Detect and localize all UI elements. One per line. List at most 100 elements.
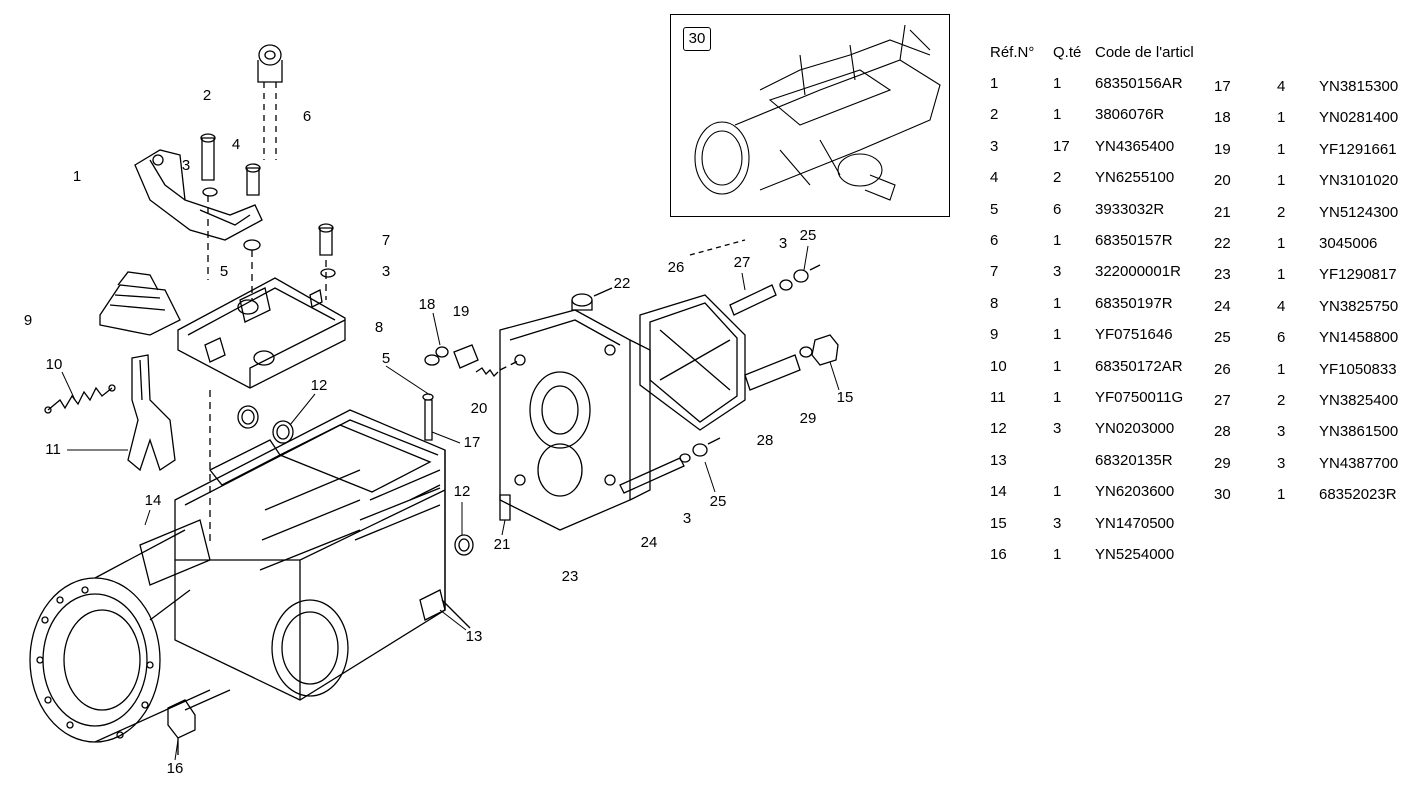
parts-ref-cell: 13 xyxy=(990,451,1007,469)
parts-qty-cell: 3 xyxy=(1277,423,1286,441)
parts-qty-cell: 6 xyxy=(1277,329,1286,347)
alignment-lines xyxy=(207,195,521,545)
parts-ref-cell: 2 xyxy=(990,106,999,124)
parts-ref-cell: 5 xyxy=(990,200,999,218)
callout-number: 16 xyxy=(166,760,184,777)
callout-number: 18 xyxy=(418,296,436,313)
parts-ref-cell: 21 xyxy=(1214,203,1231,221)
parts-code-cell: YN3101020 xyxy=(1319,172,1399,190)
parts-qty-cell: 1 xyxy=(1053,326,1062,344)
parts-qty-cell: 3 xyxy=(1053,514,1062,532)
callout-number: 3 xyxy=(682,510,692,527)
parts-ref-cell: 17 xyxy=(1214,78,1231,95)
header-code-clip: Code de l'article xyxy=(1095,44,1194,64)
callout-number: 9 xyxy=(23,312,33,329)
parts-qty-cell: 1 xyxy=(1277,109,1286,127)
parts-code-cell: YN1470500 xyxy=(1095,514,1175,532)
parts-qty-cell: 6 xyxy=(1053,200,1062,218)
parts-ref-cell: 4 xyxy=(990,169,999,187)
parts-qty-cell: 1 xyxy=(1053,389,1062,406)
parts-code-cell: 68350197R xyxy=(1095,294,1173,312)
callout-number: 3 xyxy=(181,157,191,174)
parts-ref-cell: 12 xyxy=(990,420,1007,438)
parts-ref-cell: 3 xyxy=(990,137,999,155)
lever-bracket xyxy=(134,149,263,241)
callout-number: 17 xyxy=(463,434,481,451)
parts-code-cell: YN0281400 xyxy=(1319,109,1399,127)
header-code: Code de l'article xyxy=(1095,44,1194,61)
callout-number: 28 xyxy=(756,432,774,449)
parts-qty-cell: 2 xyxy=(1277,392,1286,409)
shift-fork xyxy=(127,354,176,472)
parts-qty-cell: 17 xyxy=(1053,137,1070,155)
leader-lines xyxy=(61,245,840,761)
parts-code-cell: 322000001R xyxy=(1095,263,1181,281)
parts-qty-cell: 4 xyxy=(1277,297,1286,315)
parts-code-cell: YF0751646 xyxy=(1095,326,1173,344)
inset-tag: 30 xyxy=(683,27,711,51)
header-ref: Réf.N° xyxy=(990,44,1035,61)
bolts xyxy=(200,133,336,278)
parts-code-cell: YN4365400 xyxy=(1095,137,1175,155)
parts-ref-cell: 9 xyxy=(990,326,999,344)
parts-qty-cell: 3 xyxy=(1053,420,1062,438)
parts-ref-cell: 20 xyxy=(1214,172,1231,190)
callout-number: 23 xyxy=(561,568,579,585)
shift-cover xyxy=(177,277,346,389)
parts-code-cell: 68320135R xyxy=(1095,451,1173,469)
parts-qty-cell: 1 xyxy=(1277,140,1286,158)
parts-code-cell: YN3861500 xyxy=(1319,423,1399,441)
parts-ref-cell: 23 xyxy=(1214,266,1231,284)
parts-code-cell: YN3825750 xyxy=(1319,297,1399,315)
parts-qty-cell: 1 xyxy=(1053,106,1062,124)
callout-number: 3 xyxy=(381,263,391,280)
callout-number: 3 xyxy=(778,235,788,252)
parts-ref-cell: 14 xyxy=(990,483,1007,501)
callout-number: 14 xyxy=(144,492,162,509)
parts-code-cell: YN6203600 xyxy=(1095,483,1175,501)
parts-qty-cell: 1 xyxy=(1053,75,1062,92)
parts-code-cell: YF1290817 xyxy=(1319,266,1397,284)
parts-ref-cell: 1 xyxy=(990,75,999,92)
parts-qty-cell: 1 xyxy=(1053,546,1062,563)
rubber-boot xyxy=(99,271,181,336)
parts-qty-cell: 1 xyxy=(1277,360,1286,378)
callout-number: 15 xyxy=(836,389,854,406)
parts-ref-cell: 22 xyxy=(1214,235,1231,252)
callout-number: 20 xyxy=(470,400,488,417)
parts-code-cell: YN6255100 xyxy=(1095,169,1175,187)
parts-code-cell: 3806076R xyxy=(1095,106,1165,124)
parts-ref-cell: 25 xyxy=(1214,329,1231,347)
parts-qty-cell: 1 xyxy=(1277,235,1286,252)
callout-number: 25 xyxy=(709,493,727,510)
parts-code-cell: YF1291661 xyxy=(1319,140,1397,158)
callout-number: 21 xyxy=(493,536,511,553)
parts-ref-cell: 18 xyxy=(1214,109,1231,127)
parts-ref-cell: 8 xyxy=(990,294,999,312)
parts-ref-cell: 27 xyxy=(1214,392,1231,409)
parts-ref-cell: 11 xyxy=(990,389,1006,406)
inset-gearbox-sketch xyxy=(694,24,941,201)
parts-code-cell: YN1458800 xyxy=(1319,329,1399,347)
callout-number: 7 xyxy=(381,232,391,249)
parts-qty-cell: 1 xyxy=(1277,266,1286,284)
callout-number: 12 xyxy=(310,377,328,394)
parts-code-cell: YF1050833 xyxy=(1319,360,1397,378)
parts-code-cell: YN3825400 xyxy=(1319,392,1399,409)
callout-number: 29 xyxy=(799,410,817,427)
callout-number: 11 xyxy=(45,441,61,458)
callout-number: 26 xyxy=(667,259,685,276)
parts-code-cell: 68350156AR xyxy=(1095,75,1183,92)
parts-code-cell: YF0750011G xyxy=(1095,389,1184,406)
parts-code-cell: YN3815300 xyxy=(1319,78,1399,95)
inset-frame xyxy=(670,14,950,217)
callout-number: 12 xyxy=(453,483,471,500)
parts-code-cell: YN5254000 xyxy=(1095,546,1175,563)
callout-number: 1 xyxy=(72,168,82,185)
parts-qty-cell: 1 xyxy=(1053,232,1062,249)
parts-ref-cell: 29 xyxy=(1214,454,1231,472)
parts-code-cell: 68352023R xyxy=(1319,486,1397,504)
parts-ref-cell: 16 xyxy=(990,546,1007,563)
parts-qty-cell: 3 xyxy=(1053,263,1062,281)
parts-ref-cell: 28 xyxy=(1214,423,1231,441)
